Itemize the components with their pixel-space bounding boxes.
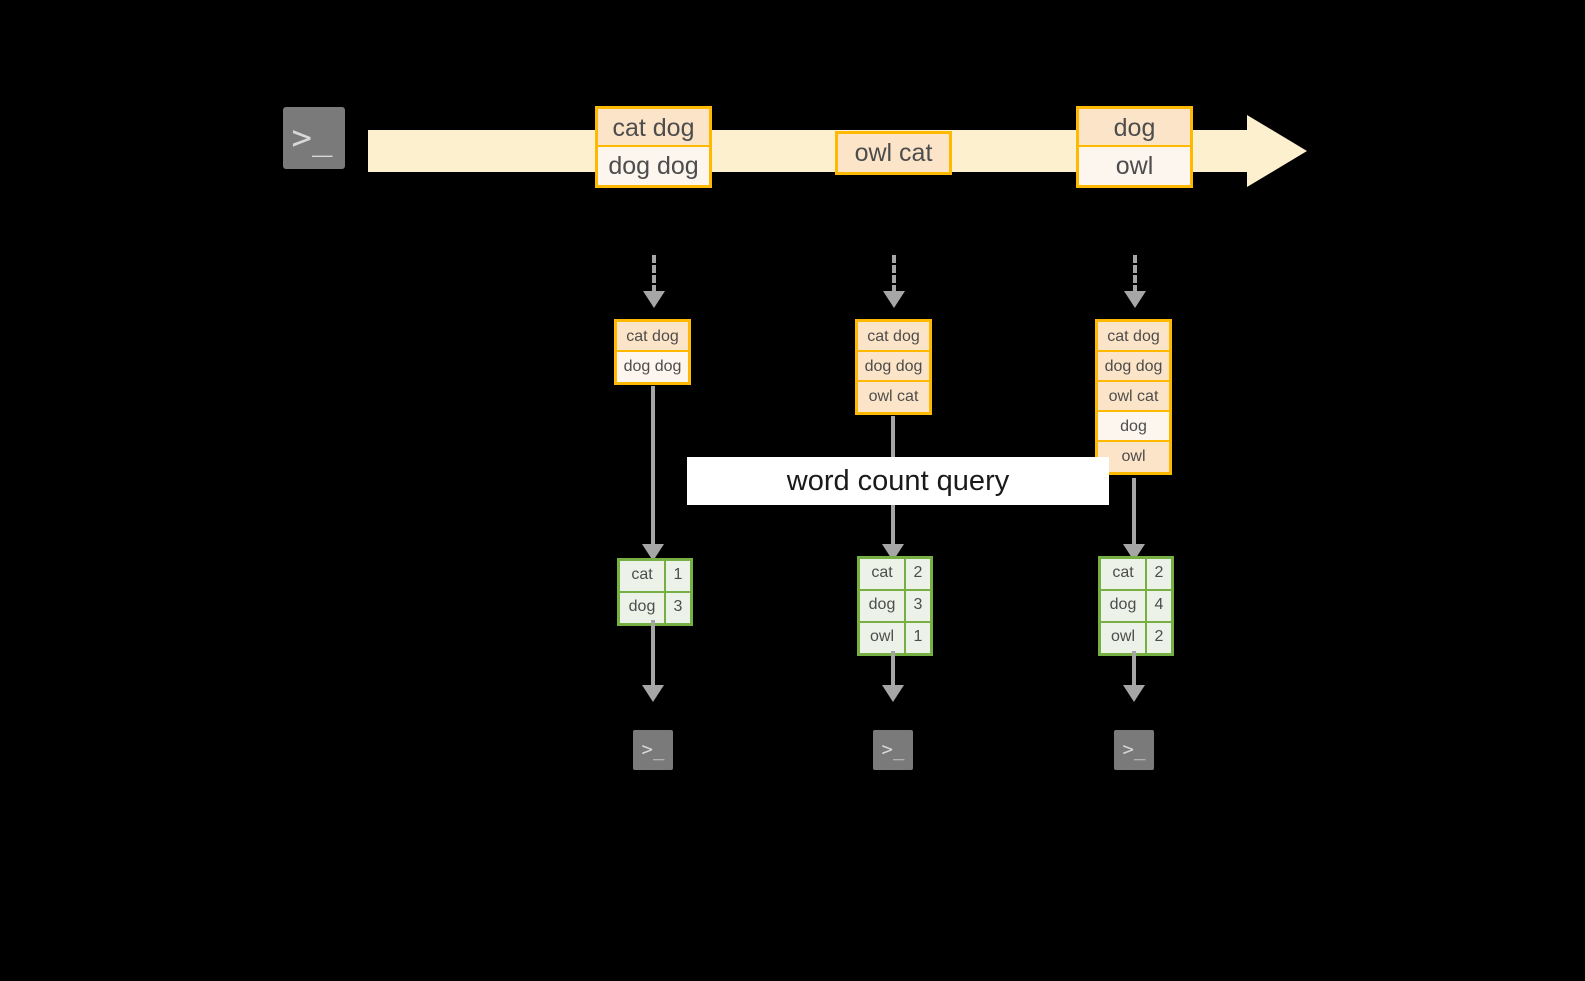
table-row: dog <box>1098 412 1169 442</box>
sink-terminal-icon: >_ <box>1106 722 1162 778</box>
result-word: dog <box>1101 591 1147 621</box>
batch-line: cat dog <box>598 109 709 147</box>
result-to-sink-connector <box>651 620 655 688</box>
timeline-arrow-head-icon <box>1247 115 1307 187</box>
result-count: 2 <box>1147 559 1171 589</box>
table-row: dog dog <box>617 352 688 382</box>
sink-terminal-icon: >_ <box>625 722 681 778</box>
terminal-prompt-glyph: >_ <box>881 738 905 761</box>
table-to-result-connector <box>651 386 655 551</box>
terminal-prompt-glyph: >_ <box>291 118 333 158</box>
batch-line: owl cat <box>838 134 949 172</box>
result-word: owl <box>860 623 906 653</box>
batch-line: dog dog <box>598 147 709 185</box>
result-word: cat <box>620 561 666 591</box>
batch-to-table-connector <box>1133 255 1137 293</box>
result-count: 3 <box>906 591 930 621</box>
word-count-query-banner: word count query <box>687 457 1109 505</box>
result-count: 3 <box>666 593 690 623</box>
table-row: owl 2 <box>1101 623 1171 653</box>
result-count: 1 <box>666 561 690 591</box>
table-row: cat dog <box>858 322 929 352</box>
table-to-result-connector <box>1132 478 1136 551</box>
timeline-batch-box: cat dog dog dog <box>595 106 712 188</box>
result-to-sink-arrowhead-icon <box>882 685 904 702</box>
result-table: cat 1 dog 3 <box>617 558 693 626</box>
table-row: cat 1 <box>620 561 690 593</box>
result-to-sink-connector <box>1132 651 1136 688</box>
terminal-prompt-glyph: >_ <box>641 738 665 761</box>
table-row: owl cat <box>1098 382 1169 412</box>
result-count: 1 <box>906 623 930 653</box>
terminal-prompt-glyph: >_ <box>1122 738 1146 761</box>
result-word: dog <box>860 591 906 621</box>
batch-line: owl <box>1079 147 1190 185</box>
result-table: cat 2 dog 4 owl 2 <box>1098 556 1174 656</box>
result-word: owl <box>1101 623 1147 653</box>
result-count: 2 <box>1147 623 1171 653</box>
table-to-result-arrowhead-icon <box>642 544 664 561</box>
result-to-sink-connector <box>891 651 895 688</box>
table-row: cat 2 <box>860 559 930 591</box>
table-row: cat 2 <box>1101 559 1171 591</box>
table-row: owl <box>1098 442 1169 472</box>
result-count: 4 <box>1147 591 1171 621</box>
batch-to-table-connector <box>892 255 896 293</box>
table-row: dog 4 <box>1101 591 1171 623</box>
batch-line: dog <box>1079 109 1190 147</box>
table-row: cat dog <box>1098 322 1169 352</box>
unbounded-input-table: cat dog dog dog <box>614 319 691 385</box>
timeline-batch-box: owl cat <box>835 131 952 175</box>
batch-to-table-connector <box>652 255 656 293</box>
table-row: dog dog <box>1098 352 1169 382</box>
unbounded-input-table: cat dog dog dog owl cat dog owl <box>1095 319 1172 475</box>
table-row: owl 1 <box>860 623 930 653</box>
table-row: cat dog <box>617 322 688 352</box>
unbounded-input-table: cat dog dog dog owl cat <box>855 319 932 415</box>
timeline-batch-box: dog owl <box>1076 106 1193 188</box>
result-to-sink-arrowhead-icon <box>1123 685 1145 702</box>
batch-to-table-arrowhead-icon <box>1124 291 1146 308</box>
table-row: dog dog <box>858 352 929 382</box>
sink-terminal-icon: >_ <box>865 722 921 778</box>
table-row: dog 3 <box>620 593 690 623</box>
result-count: 2 <box>906 559 930 589</box>
result-word: cat <box>860 559 906 589</box>
batch-to-table-arrowhead-icon <box>883 291 905 308</box>
query-label: word count query <box>786 464 1010 497</box>
result-to-sink-arrowhead-icon <box>642 685 664 702</box>
table-row: dog 3 <box>860 591 930 623</box>
source-terminal-icon: >_ <box>272 96 356 180</box>
table-row: owl cat <box>858 382 929 412</box>
result-word: cat <box>1101 559 1147 589</box>
batch-to-table-arrowhead-icon <box>643 291 665 308</box>
result-word: dog <box>620 593 666 623</box>
result-table: cat 2 dog 3 owl 1 <box>857 556 933 656</box>
